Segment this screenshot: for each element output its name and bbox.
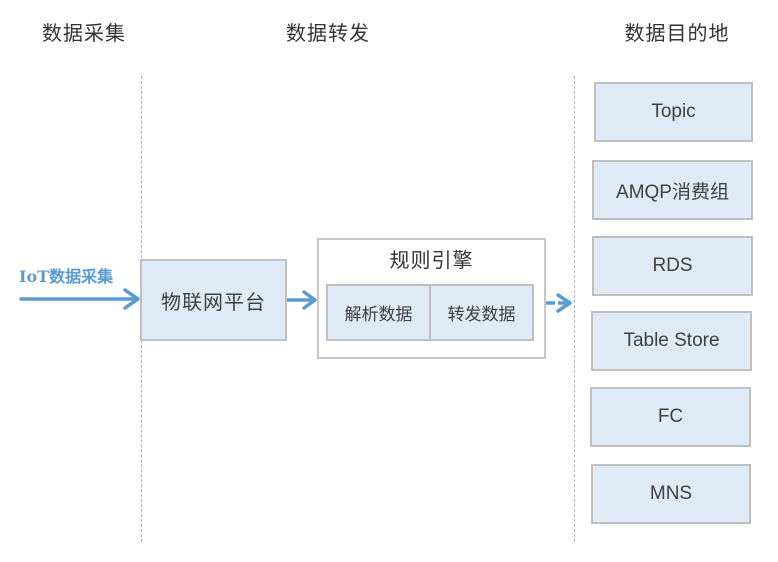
source-arrow-head [123, 288, 140, 310]
destination-amqp-consumer-group: AMQP消费组 [592, 160, 753, 220]
destination-table-store: Table Store [591, 311, 752, 371]
forward-column-title: 数据转发 [286, 21, 370, 45]
destination-fc: FC [590, 387, 751, 447]
parse-data-step: 解析数据 [326, 284, 431, 341]
platform-arrow-head [302, 290, 317, 310]
iot-data-collection-label: IoT数据采集 [19, 267, 114, 286]
collect-column-title: 数据采集 [42, 21, 126, 45]
destination-topic: Topic [594, 82, 753, 142]
forward-data-step: 转发数据 [429, 284, 534, 341]
rule-engine-title: 规则引擎 [389, 248, 474, 272]
destination-rds: RDS [592, 236, 753, 296]
forward-destination-divider [574, 76, 575, 542]
output-arrow-head [556, 293, 572, 313]
destination-mns: MNS [591, 464, 751, 524]
destination-column-title: 数据目的地 [624, 21, 730, 45]
iot-platform-box: 物联网平台 [140, 259, 287, 341]
